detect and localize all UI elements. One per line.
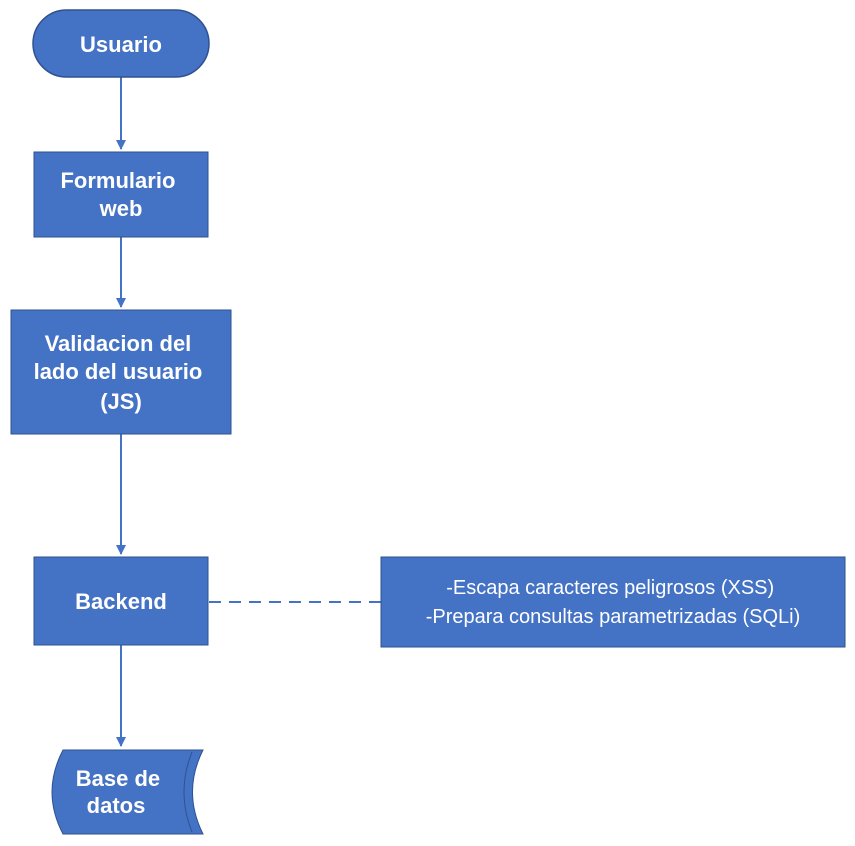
- base-datos-label-line-2: datos: [87, 793, 146, 818]
- note-line-2: -Prepara consultas parametrizadas (SQLi): [426, 606, 801, 628]
- validacion-label-line-2: lado del usuario: [34, 359, 203, 384]
- process-shape: [33, 556, 209, 646]
- validacion-label: Validacion del lado del usuario (JS): [34, 331, 209, 414]
- formulario-label-line-2: web: [99, 196, 143, 221]
- node-validacion: Validacion del lado del usuario (JS): [10, 309, 232, 435]
- note-line-1: -Escapa caracteres peligrosos (XSS): [446, 577, 774, 599]
- formulario-label-line-1: Formulario: [60, 168, 175, 193]
- validacion-label-line-3: (JS): [100, 389, 142, 414]
- backend-label-line-1: Backend: [75, 589, 167, 614]
- note-text: -Escapa caracteres peligrosos (XSS) -Pre…: [426, 577, 801, 628]
- usuario-label-line-1: Usuario: [80, 32, 162, 57]
- usuario-label: Usuario: [80, 32, 162, 57]
- terminator-shape: [32, 9, 210, 78]
- process-shape: [33, 151, 209, 238]
- backend-label: Backend: [75, 589, 167, 614]
- stored-data-inner-curve: [183, 751, 193, 833]
- process-shape: [10, 309, 232, 435]
- base-datos-label-line-1: Base de: [76, 766, 160, 791]
- node-base-de-datos: Base de datos: [51, 749, 204, 835]
- base-datos-label: Base de datos: [76, 766, 167, 818]
- validacion-label-line-1: Validacion del: [45, 331, 192, 356]
- stored-data-shape: [51, 749, 204, 835]
- node-backend: Backend: [33, 556, 209, 646]
- note-box: [380, 556, 846, 648]
- node-usuario: Usuario: [32, 9, 210, 78]
- formulario-label: Formulario web: [60, 168, 181, 221]
- annotation-note: -Escapa caracteres peligrosos (XSS) -Pre…: [380, 556, 846, 648]
- node-formulario-web: Formulario web: [33, 151, 209, 238]
